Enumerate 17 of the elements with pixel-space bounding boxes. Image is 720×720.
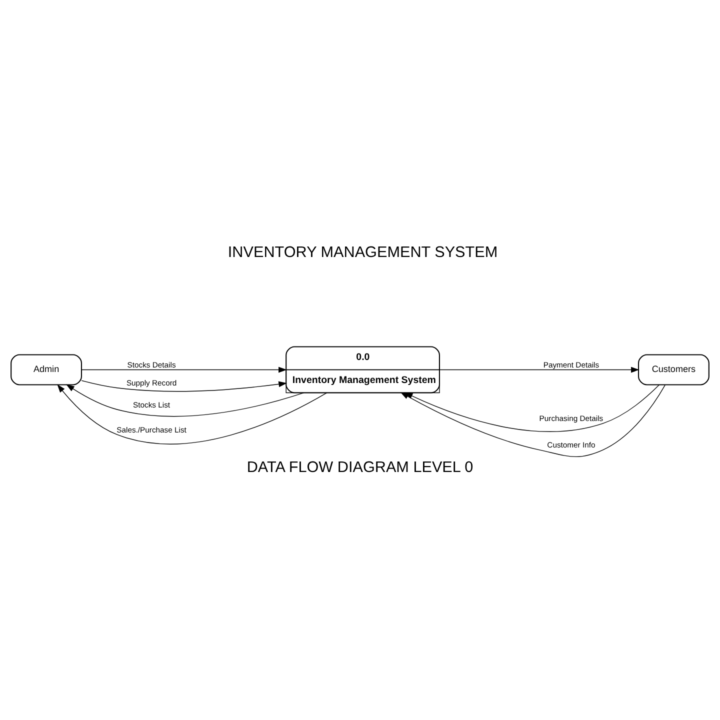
edge-label: Stocks List bbox=[133, 400, 170, 410]
arrow bbox=[81, 380, 288, 392]
arrow bbox=[439, 366, 640, 373]
arrow bbox=[57, 384, 328, 444]
edge-label: Customer Info bbox=[547, 440, 596, 450]
node-box: Admin bbox=[10, 354, 82, 386]
edge-label: Sales./Purchase List bbox=[116, 425, 186, 434]
edge-label: Purchasing Details bbox=[539, 414, 604, 424]
arrow bbox=[66, 384, 304, 417]
arrow bbox=[400, 384, 666, 458]
edge-label: Payment Details bbox=[543, 360, 600, 370]
edge-label: Supply Record bbox=[126, 378, 177, 388]
arrow bbox=[81, 366, 287, 373]
diagram-title: INVENTORY MANAGEMENT SYSTEM bbox=[228, 244, 498, 262]
edge-label: Stocks Details bbox=[127, 360, 176, 370]
caption: DATA FLOW DIAGRAM LEVEL 0 bbox=[246, 458, 474, 476]
node-box: Customers bbox=[638, 354, 710, 386]
